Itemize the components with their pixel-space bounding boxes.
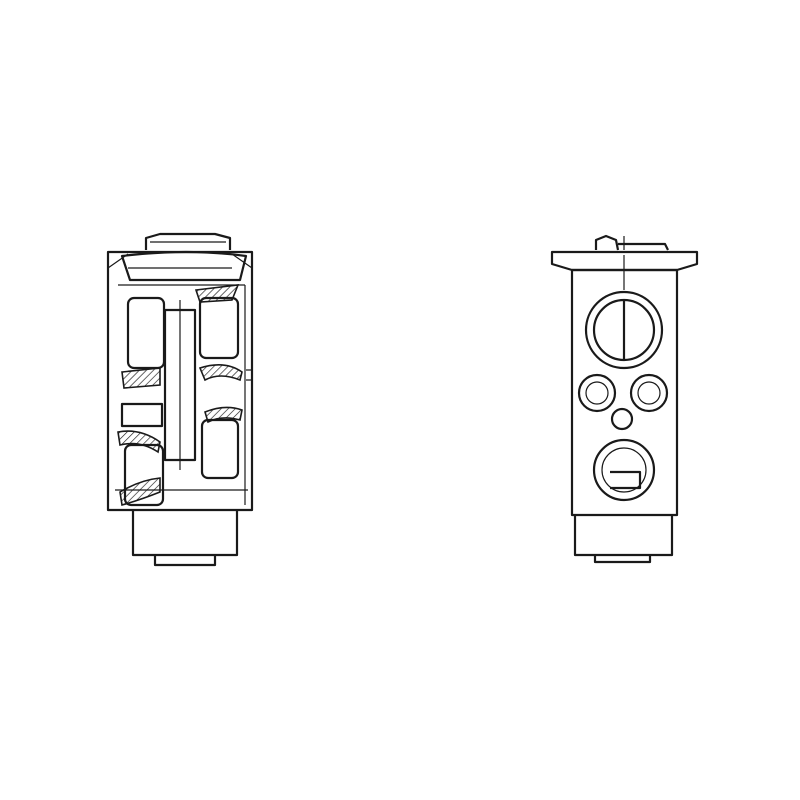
front-port-view xyxy=(550,234,699,564)
bottom-stem xyxy=(573,515,674,564)
side-ports xyxy=(577,373,669,431)
top-cap xyxy=(144,232,232,250)
sectional-side-view xyxy=(106,232,254,567)
top-cap xyxy=(594,234,669,251)
bottom-stem xyxy=(131,510,239,567)
internal-chambers xyxy=(117,284,243,507)
main-port xyxy=(584,290,664,370)
valve-block xyxy=(570,255,679,517)
valve-body xyxy=(106,250,254,512)
lower-port xyxy=(592,438,656,502)
